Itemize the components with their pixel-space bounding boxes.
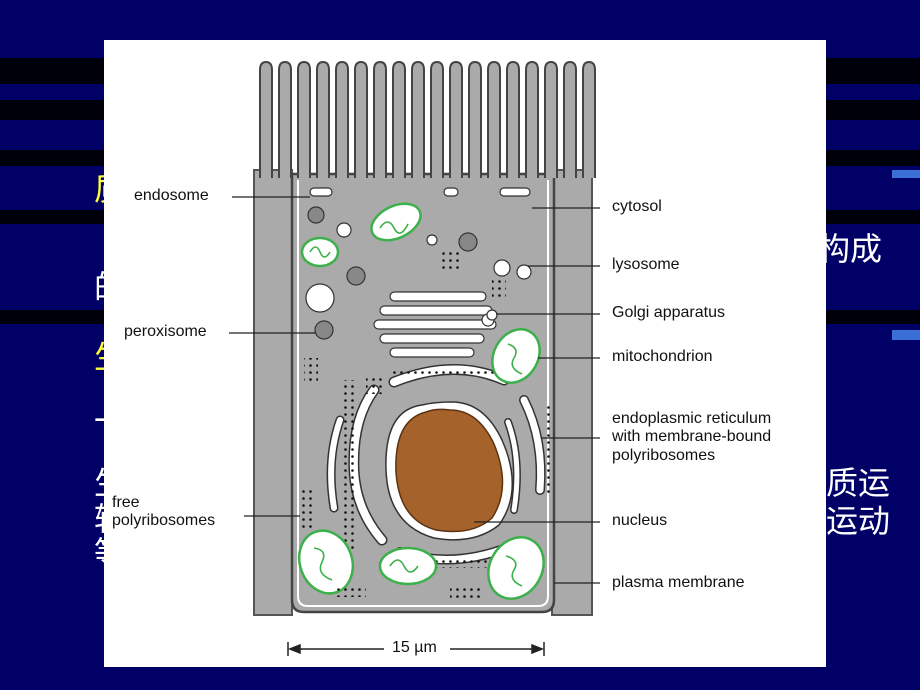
lysosomes: [307, 206, 478, 340]
microvillus: [487, 60, 501, 178]
mitochondria-cristae: [309, 221, 523, 587]
label-mitochondrion: mitochondrion: [612, 348, 713, 365]
microvillus: [563, 60, 577, 178]
label-endoplasmic-reticulum: endoplasmic reticulum with membrane-boun…: [612, 410, 772, 464]
mitochondrion: [491, 328, 541, 384]
golgi-apparatus: [373, 291, 497, 358]
mitochondrion: [487, 536, 545, 600]
mitochondrion: [378, 546, 438, 586]
scale-bar: [287, 642, 545, 656]
membrane-bound-polyribosomes: [342, 368, 552, 568]
accent-mark: [892, 170, 920, 178]
label-golgi-apparatus: Golgi apparatus: [612, 304, 725, 321]
microvillus: [278, 60, 292, 178]
plasma-membrane: [297, 180, 549, 607]
mitochondrion: [370, 202, 422, 242]
peroxisome: [314, 320, 334, 340]
microvillus: [335, 60, 349, 178]
label-lysosome: lysosome: [612, 256, 680, 273]
microvillus: [411, 60, 425, 178]
accent-mark: [892, 330, 920, 340]
microvillus: [392, 60, 406, 178]
microvillus: [582, 60, 596, 178]
microvillus: [373, 60, 387, 178]
nucleus: [395, 408, 504, 533]
label-peroxisome: peroxisome: [124, 323, 207, 340]
microvillus: [297, 60, 311, 178]
cell-diagram-figure: endosome peroxisome free polyribosomes c…: [104, 40, 826, 667]
slide-text: 质运: [826, 464, 891, 502]
neighbor-cell-left: [253, 169, 293, 616]
microvillus: [506, 60, 520, 178]
slide-text: 运动: [826, 502, 891, 540]
microvillus: [468, 60, 482, 178]
label-plasma-membrane: plasma membrane: [612, 574, 745, 591]
cell-diagram: [229, 60, 600, 656]
free-polyribosomes: [300, 248, 506, 598]
microvillus: [354, 60, 368, 178]
label-nucleus: nucleus: [612, 512, 668, 529]
neighbor-cell-right: [551, 169, 593, 616]
microvillus: [316, 60, 330, 178]
microvillus: [430, 60, 444, 178]
label-endosome: endosome: [134, 187, 209, 204]
vesicles: [305, 187, 532, 327]
scale-bar-label: 15 µm: [392, 639, 437, 656]
slide-text: 构成: [818, 230, 883, 268]
label-free-polyribosomes: free polyribosomes: [112, 494, 216, 530]
leader-lines: [229, 196, 600, 584]
microvillus: [544, 60, 558, 178]
microvillus: [449, 60, 463, 178]
label-cytosol: cytosol: [612, 198, 662, 215]
microvillus: [525, 60, 539, 178]
microvillus: [259, 60, 273, 178]
microvilli: [259, 60, 596, 178]
